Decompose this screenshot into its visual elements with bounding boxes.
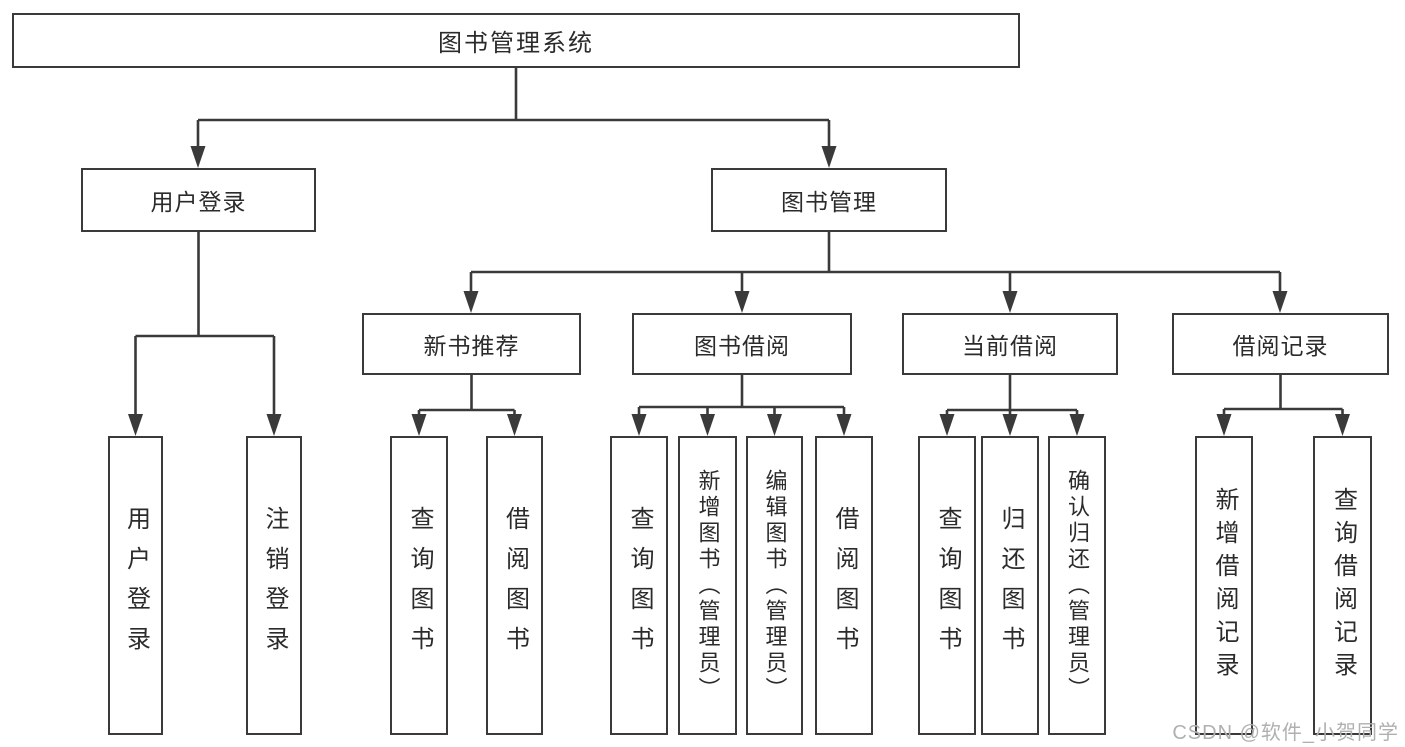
node-label: 借阅图书 xyxy=(501,505,529,666)
node-leaf-add-books-admin: 新增图书（管理员） xyxy=(678,436,737,735)
connector-bookmgmt-level3 xyxy=(469,232,1282,295)
node-label: 图书管理系统 xyxy=(438,30,594,57)
node-label: 查询图书 xyxy=(406,505,433,666)
node-leaf-edit-books-admin: 编辑图书（管理员） xyxy=(746,436,803,735)
connector-newbooks-leaves xyxy=(417,375,516,418)
node-borrowing-records: 借阅记录 xyxy=(1172,313,1389,375)
node-label: 查询图书 xyxy=(934,505,961,666)
node-leaf-query-borrow-record: 查询借阅记录 xyxy=(1313,436,1372,735)
connector-userlogin-leaves xyxy=(134,232,276,418)
node-label: 用户登录 xyxy=(150,189,247,215)
node-leaf-return-books: 归还图书 xyxy=(981,436,1039,735)
node-leaf-borrow-books-2: 借阅图书 xyxy=(815,436,873,735)
node-label: 确认归还（管理员） xyxy=(1065,468,1090,703)
node-leaf-query-books-1: 查询图书 xyxy=(390,436,448,735)
node-label: 图书借阅 xyxy=(694,333,790,359)
csdn-watermark: CSDN @软件_小贺同学 xyxy=(1172,722,1399,744)
node-label: 编辑图书（管理员） xyxy=(762,468,788,703)
node-label: 查询图书 xyxy=(626,505,653,666)
node-label: 图书管理 xyxy=(781,189,877,215)
connector-bookborrow-leaves xyxy=(637,375,846,418)
node-label: 新增借阅记录 xyxy=(1211,486,1238,685)
connector-borrowrecords-leaves xyxy=(1222,375,1344,418)
node-book-borrowing: 图书借阅 xyxy=(632,313,852,375)
node-leaf-user-login: 用户登录 xyxy=(108,436,163,735)
connector-currentborrow-leaves xyxy=(945,375,1079,418)
node-leaf-logout: 注销登录 xyxy=(246,436,302,735)
node-label: 查询借阅记录 xyxy=(1329,486,1357,685)
node-leaf-confirm-return-admin: 确认归还（管理员） xyxy=(1048,436,1106,735)
arrowheads xyxy=(128,146,1350,436)
node-new-book-recommend: 新书推荐 xyxy=(362,313,581,375)
node-label: 新增图书（管理员） xyxy=(695,468,721,703)
node-label: 借阅图书 xyxy=(831,505,858,666)
node-current-borrowing: 当前借阅 xyxy=(902,313,1118,375)
node-label: 注销登录 xyxy=(261,505,288,666)
node-label: 借阅记录 xyxy=(1232,333,1329,359)
node-label: 当前借阅 xyxy=(962,333,1058,359)
node-leaf-query-books-2: 查询图书 xyxy=(610,436,668,735)
connector-root-level2 xyxy=(196,68,831,150)
node-leaf-add-borrow-record: 新增借阅记录 xyxy=(1195,436,1253,735)
node-book-management: 图书管理 xyxy=(711,168,947,232)
node-label: 归还图书 xyxy=(997,505,1024,666)
node-user-login: 用户登录 xyxy=(81,168,316,232)
node-leaf-query-books-3: 查询图书 xyxy=(918,436,976,735)
node-leaf-borrow-books-1: 借阅图书 xyxy=(486,436,543,735)
node-label: 用户登录 xyxy=(122,505,150,666)
node-label: 新书推荐 xyxy=(423,333,520,359)
node-library-system: 图书管理系统 xyxy=(12,13,1020,68)
